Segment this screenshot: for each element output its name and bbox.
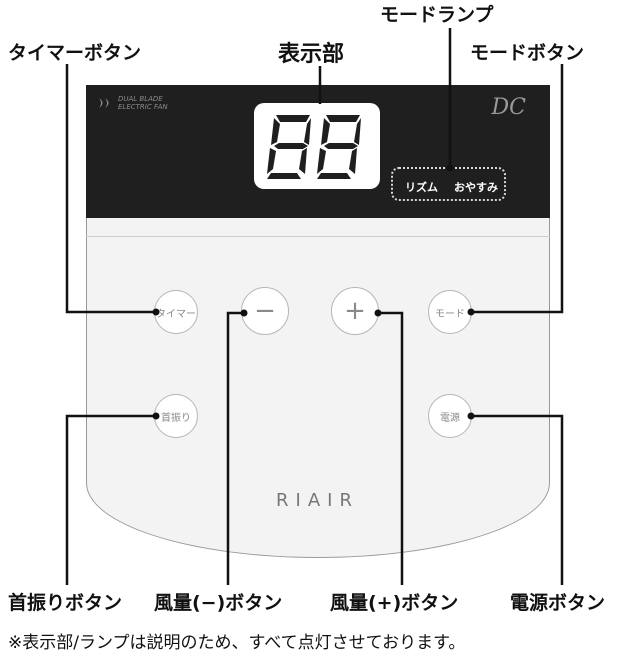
brand-logo: DUAL BLADE ELECTRIC FAN bbox=[98, 95, 168, 111]
dual-blade-icon bbox=[98, 98, 114, 108]
wind-plus-button[interactable]: + bbox=[331, 287, 379, 335]
swing-button-label: 首振り bbox=[161, 412, 191, 424]
wind-plus-button-callout: 風量(+)ボタン bbox=[330, 592, 459, 614]
brand-line-1: DUAL BLADE bbox=[118, 95, 163, 103]
wind-minus-button-callout: 風量(−)ボタン bbox=[154, 592, 283, 614]
power-button-label: 電源 bbox=[440, 412, 460, 424]
mode-lamp-callout: モードランプ bbox=[380, 4, 494, 26]
footnote: ※表示部/ランプは説明のため、すべて点灯させております。 bbox=[8, 633, 466, 653]
plus-icon: + bbox=[344, 296, 366, 326]
display-window: 88 bbox=[254, 103, 380, 189]
lamp-sleep: おやすみ bbox=[454, 181, 498, 194]
control-panel-top: DUAL BLADE ELECTRIC FAN DC 88 bbox=[86, 85, 550, 218]
timer-button-label: タイマー bbox=[156, 308, 196, 320]
model-badge: DC bbox=[491, 95, 526, 120]
swing-button[interactable]: 首振り bbox=[154, 394, 198, 438]
power-button-callout: 電源ボタン bbox=[510, 592, 606, 614]
display-callout: 表示部 bbox=[278, 42, 345, 67]
riair-logo: RIAIR bbox=[276, 490, 359, 511]
control-panel-body bbox=[86, 218, 550, 558]
mode-button[interactable]: モード bbox=[428, 290, 472, 334]
mode-button-label: モード bbox=[435, 308, 465, 320]
timer-button[interactable]: タイマー bbox=[154, 290, 198, 334]
lamp-rhythm: リズム bbox=[405, 181, 438, 194]
mode-button-callout: モードボタン bbox=[470, 42, 585, 64]
swing-button-callout: 首振りボタン bbox=[8, 592, 123, 614]
panel-divider bbox=[86, 236, 550, 237]
timer-button-callout: タイマーボタン bbox=[8, 42, 142, 64]
minus-icon: − bbox=[254, 296, 276, 326]
brand-line-2: ELECTRIC FAN bbox=[118, 103, 168, 111]
seven-segment-digits bbox=[267, 115, 361, 179]
